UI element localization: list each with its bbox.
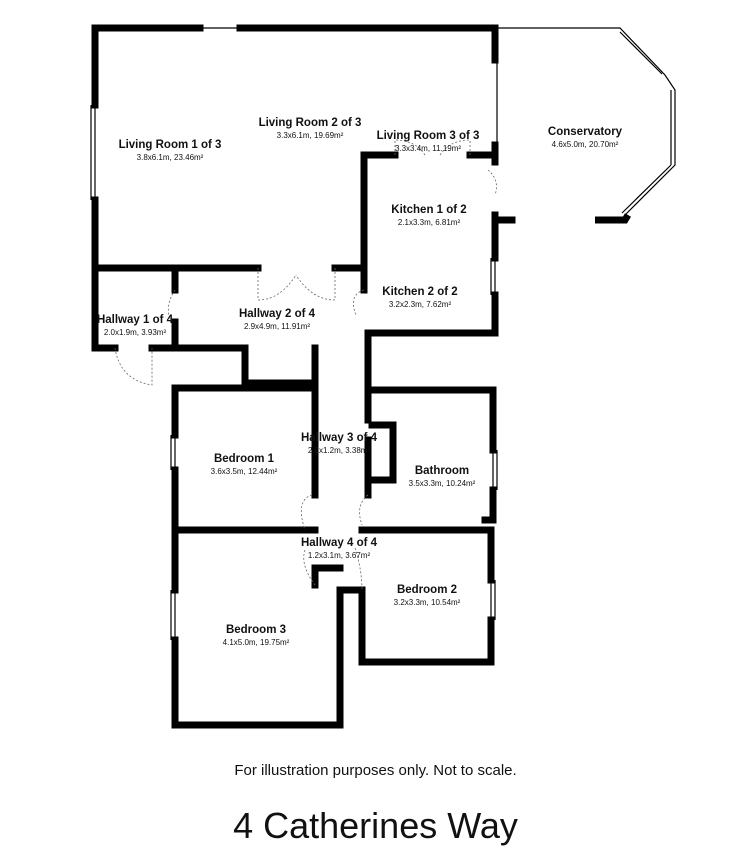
room-name: Bathroom (414, 465, 470, 477)
room-name: Bedroom 1 (213, 453, 275, 465)
room-label: Conservatory 4.6x5.0m, 20.70m² (548, 126, 622, 149)
room-label: Bedroom 2 3.2x3.3m, 10.54m² (394, 584, 461, 607)
room-dims: 4.6x5.0m, 20.70m² (551, 140, 619, 149)
room-label: Bedroom 1 3.6x3.5m, 12.44m² (211, 453, 278, 476)
room-label: Living Room 2 of 3 3.3x6.1m, 19.69m² (259, 117, 362, 140)
room-dims: 3.2x3.3m, 10.54m² (393, 598, 461, 607)
room-label: Hallway 1 of 4 2.0x1.9m, 3.93m² (97, 314, 173, 337)
room-name: Bedroom 3 (225, 624, 287, 636)
room-dims: 3.8x6.1m, 23.46m² (136, 153, 204, 162)
room-label: Hallway 2 of 4 2.9x4.9m, 11.91m² (239, 308, 315, 331)
room-name: Kitchen 2 of 2 (382, 286, 458, 298)
room-label: Living Room 1 of 3 3.8x6.1m, 23.46m² (119, 139, 222, 162)
room-name: Conservatory (547, 126, 623, 138)
room-label: Bathroom 3.5x3.3m, 10.24m² (409, 465, 476, 488)
room-name: Kitchen 1 of 2 (391, 204, 467, 216)
room-dims: 2.8x1.2m, 3.38m² (307, 446, 371, 455)
disclaimer-note: For illustration purposes only. Not to s… (234, 762, 517, 779)
room-dims: 2.0x1.9m, 3.93m² (103, 328, 167, 337)
room-label: Hallway 3 of 4 2.8x1.2m, 3.38m² (301, 432, 377, 455)
room-label: Kitchen 1 of 2 2.1x3.3m, 6.81m² (391, 204, 466, 227)
room-name: Hallway 4 of 4 (300, 537, 378, 549)
room-dims: 3.6x3.5m, 12.44m² (210, 467, 278, 476)
room-name: Hallway 1 of 4 (96, 314, 174, 326)
room-dims: 1.2x3.1m, 3.67m² (307, 551, 371, 560)
room-label: Bedroom 3 4.1x5.0m, 19.75m² (223, 624, 290, 647)
room-dims: 3.2x2.3m, 7.62m² (388, 300, 452, 309)
room-name: Living Room 1 of 3 (118, 139, 222, 151)
room-dims: 3.3x6.1m, 19.69m² (276, 131, 344, 140)
room-dims: 3.5x3.3m, 10.24m² (408, 479, 476, 488)
room-dims: 4.1x5.0m, 19.75m² (222, 638, 290, 647)
room-label: Hallway 4 of 4 1.2x3.1m, 3.67m² (301, 537, 377, 560)
room-name: Hallway 3 of 4 (300, 432, 378, 444)
property-title: 4 Catherines Way (233, 805, 518, 846)
room-label: Living Room 3 of 3 3.3x3.4m, 11.19m² (377, 130, 480, 153)
room-name: Living Room 3 of 3 (376, 130, 480, 142)
room-name: Living Room 2 of 3 (258, 117, 362, 129)
room-name: Bedroom 2 (396, 584, 458, 596)
room-label: Kitchen 2 of 2 3.2x2.3m, 7.62m² (382, 286, 457, 309)
room-dims: 3.3x3.4m, 11.19m² (394, 144, 462, 153)
room-name: Hallway 2 of 4 (238, 308, 316, 320)
room-dims: 2.1x3.3m, 6.81m² (397, 218, 461, 227)
room-dims: 2.9x4.9m, 11.91m² (243, 322, 311, 331)
